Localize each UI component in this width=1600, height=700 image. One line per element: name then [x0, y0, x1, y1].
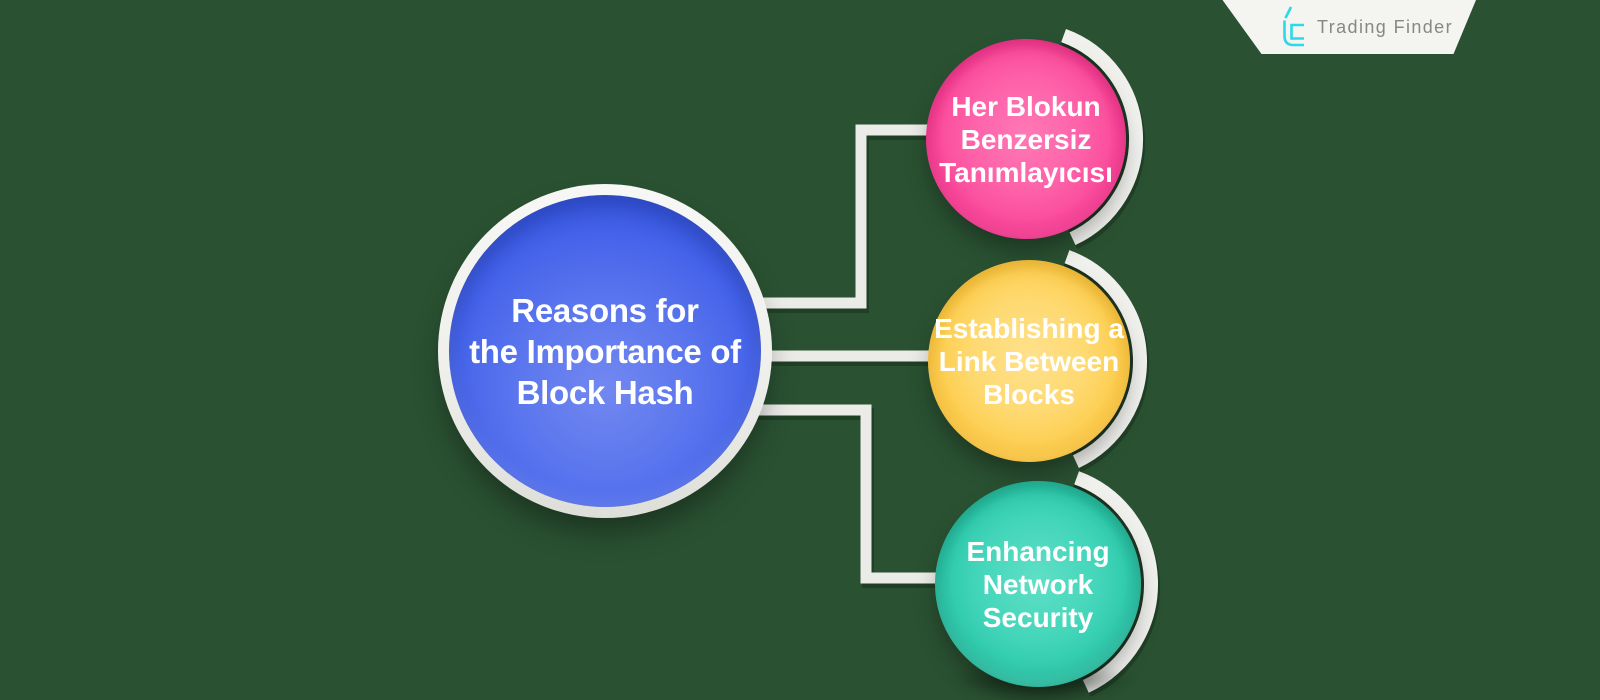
label-line: Security [982, 601, 1094, 633]
label-line: Benzersiz [960, 123, 1092, 155]
arc-yellow [1064, 250, 1147, 468]
arc-pink [1061, 29, 1143, 246]
brand-name: Trading Finder [1317, 16, 1453, 37]
central-node-face [449, 195, 761, 507]
branch-node-face [935, 481, 1141, 687]
label-line: the Importance of [469, 332, 741, 370]
branch-node-link-between-blocks: Establishing a Link Between Blocks [928, 260, 1130, 462]
label-line: Link Between [938, 345, 1120, 377]
brand-banner: Trading Finder [1222, 0, 1476, 54]
connector-top-shadow [752, 128, 942, 313]
branch-node-unique-identifier: Her Blokun Benzersiz Tanımlayıcısı [926, 39, 1126, 239]
branch-node-network-security: Enhancing Network Security [935, 481, 1141, 687]
branch-node-label: Establishing a Link Between Blocks [928, 260, 1130, 462]
label-line: Her Blokun [951, 90, 1101, 122]
branch-node-label: Enhancing Network Security [935, 481, 1141, 687]
label-line: Block Hash [516, 373, 694, 411]
label-line: Network [982, 568, 1094, 600]
branch-node-face [928, 260, 1130, 462]
arc-pink-crease [1060, 41, 1131, 234]
label-line: Blocks [983, 378, 1075, 410]
central-node-block-hash: Reasons for the Importance of Block Hash [438, 184, 772, 518]
connector-top [750, 124, 940, 309]
connector-bottom-shadow [754, 408, 947, 588]
label-line: Establishing a [934, 312, 1124, 344]
label-line: Reasons for [511, 291, 699, 329]
central-node-label: Reasons for the Importance of Block Hash [438, 184, 772, 518]
label-line: Tanımlayıcısı [939, 156, 1113, 188]
label-line: Enhancing [966, 535, 1110, 567]
branch-node-face [926, 39, 1126, 239]
tradingfinder-logo-icon [1283, 6, 1304, 47]
arc-teal-crease [1073, 483, 1145, 681]
branch-node-label: Her Blokun Benzersiz Tanımlayıcısı [926, 39, 1126, 239]
arc-teal [1074, 471, 1159, 693]
connector-bottom [752, 404, 945, 584]
arc-yellow-crease [1063, 262, 1134, 457]
